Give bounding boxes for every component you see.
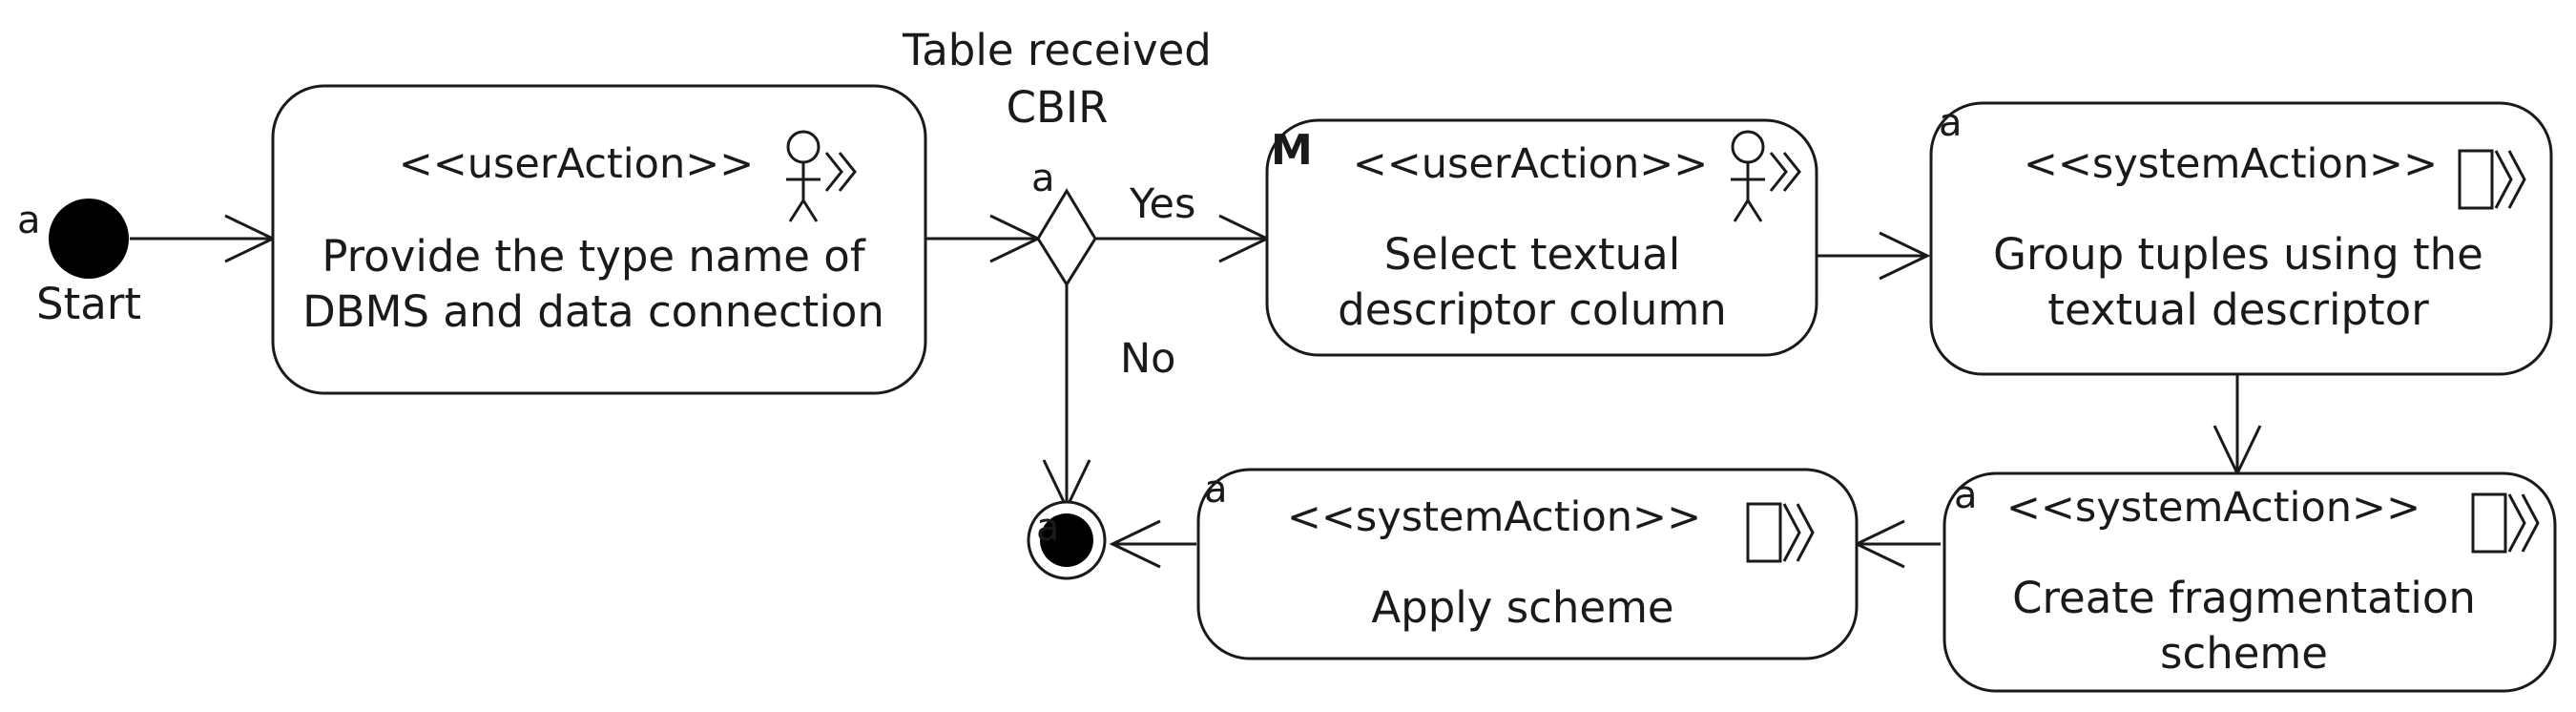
action-stereotype: <<systemAction>>: [2006, 484, 2420, 532]
action-select[interactable]: M <<userAction>> Select textual descript…: [1265, 118, 1818, 357]
action-stereotype: <<systemAction>>: [1287, 493, 1701, 541]
system-icon: [2471, 492, 2540, 554]
action-stereotype: <<userAction>>: [1353, 140, 1709, 188]
action-marker: a: [1954, 473, 1978, 517]
action-label-line1: Group tuples using the: [1993, 229, 2483, 280]
action-label-line1: Apply scheme: [1371, 582, 1673, 633]
action-marker: M: [1271, 126, 1313, 175]
start-node[interactable]: a Start: [17, 199, 141, 329]
action-label-line2: descriptor column: [1338, 284, 1727, 335]
action-stereotype: <<systemAction>>: [2024, 140, 2438, 188]
arrowhead: [1109, 519, 1161, 569]
start-marker: a: [17, 199, 41, 242]
user-icon: [1731, 130, 1801, 222]
decision-title-line1: Table received: [902, 25, 1212, 75]
end-node[interactable]: a: [1027, 500, 1107, 580]
action-apply[interactable]: a <<systemAction>> Apply scheme: [1196, 468, 1859, 660]
action-marker: a: [1939, 101, 1963, 145]
action-label-line1: Create fragmentation: [2012, 573, 2476, 623]
system-icon: [1746, 502, 1815, 563]
action-group[interactable]: a <<systemAction>> Group tuples using th…: [1929, 101, 2553, 376]
yes-label: Yes: [1129, 180, 1195, 228]
action-box: [271, 84, 927, 395]
action-stereotype: <<userAction>>: [399, 140, 755, 188]
end-inner-circle: [1040, 513, 1093, 567]
action-create[interactable]: a <<systemAction>> Create fragmentation …: [1942, 471, 2557, 693]
start-circle: [49, 199, 129, 279]
action-label-line1: Provide the type name of: [322, 231, 866, 282]
no-label: No: [1120, 335, 1175, 383]
action-box: [1942, 471, 2557, 693]
decision-node[interactable]: Table received CBIR a Yes No: [902, 25, 1212, 383]
action-box: [1265, 118, 1818, 357]
action-label-line2: scheme: [2160, 628, 2328, 679]
decision-marker: a: [1031, 157, 1055, 200]
decision-diamond: [1036, 188, 1097, 287]
action-provide[interactable]: <<userAction>> Provide the type name of …: [271, 84, 927, 395]
arrowhead: [1879, 231, 1931, 281]
action-label-line2: DBMS and data connection: [302, 286, 884, 337]
start-label: Start: [36, 279, 141, 329]
action-label-line2: textual descriptor: [2047, 284, 2429, 335]
system-icon: [2458, 149, 2526, 210]
action-marker: a: [1204, 468, 1228, 512]
action-box: [1929, 101, 2553, 376]
decision-title-line2: CBIR: [1007, 82, 1109, 133]
user-icon: [786, 130, 857, 222]
action-box: [1196, 468, 1859, 660]
action-label-line1: Select textual: [1384, 229, 1681, 280]
end-marker: a: [1036, 506, 1060, 550]
